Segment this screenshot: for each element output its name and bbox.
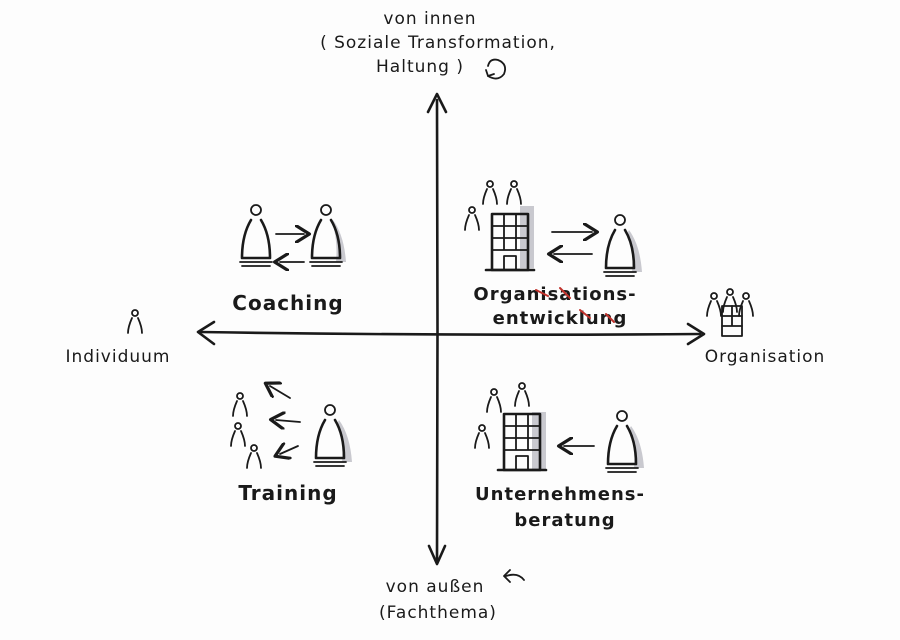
business-consulting-illustration: [474, 382, 644, 474]
quadrant-consulting-line1: Unternehmens-: [475, 484, 645, 505]
quadrant-coaching-label: Coaching: [232, 291, 343, 315]
curved-arrow-icon: [503, 569, 525, 583]
axis-top-line1: von innen: [383, 9, 476, 29]
quadrant-training-label: Training: [238, 481, 337, 505]
axis-top-line3: Haltung ): [376, 57, 464, 77]
training-illustration: [230, 386, 352, 469]
red-highlight-marks: [535, 287, 615, 323]
coaching-illustration: [238, 203, 346, 266]
organisational-development-illustration: [464, 180, 642, 278]
horizontal-axis: [196, 320, 706, 346]
quadrant-orgdev-line1: Organisations-: [473, 284, 636, 305]
organisation-icon: [706, 288, 754, 337]
axis-top-line2: ( Soziale Transformation,: [320, 33, 556, 53]
vertical-axis: [426, 92, 448, 566]
axis-bottom-line2: (Fachthema): [379, 603, 497, 623]
rotate-arrow-icon: [485, 58, 507, 80]
axis-right-label: Organisation: [705, 347, 826, 367]
quadrant-orgdev-line2: entwicklung: [493, 308, 628, 329]
individual-icon: [127, 309, 143, 334]
axis-bottom-line1: von außen: [386, 577, 485, 597]
axis-left-label: Individuum: [66, 347, 171, 367]
quadrant-consulting-line2: beratung: [514, 510, 615, 531]
